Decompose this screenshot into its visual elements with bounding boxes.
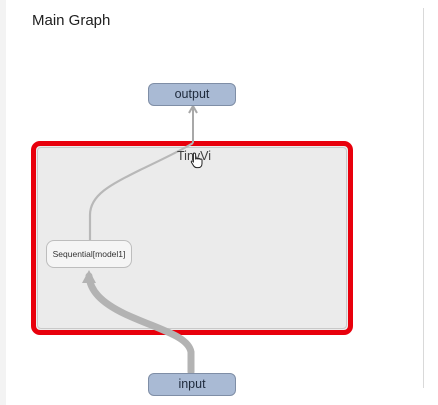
edge-input-to-seq bbox=[85, 272, 195, 376]
input-node[interactable]: input bbox=[148, 373, 236, 396]
edge-seq-to-top bbox=[88, 142, 194, 240]
edge-arrow-output bbox=[188, 103, 198, 114]
hand-pointer-icon bbox=[190, 152, 203, 169]
group-node-border bbox=[37, 147, 347, 329]
edge-arrow-seq bbox=[82, 270, 96, 283]
output-node[interactable]: output bbox=[148, 83, 236, 106]
sequential-node[interactable]: Sequential[model1] bbox=[46, 240, 132, 268]
panel-edge-left bbox=[0, 0, 6, 405]
panel-edge-right bbox=[423, 8, 424, 388]
page-title: Main Graph bbox=[32, 12, 111, 29]
